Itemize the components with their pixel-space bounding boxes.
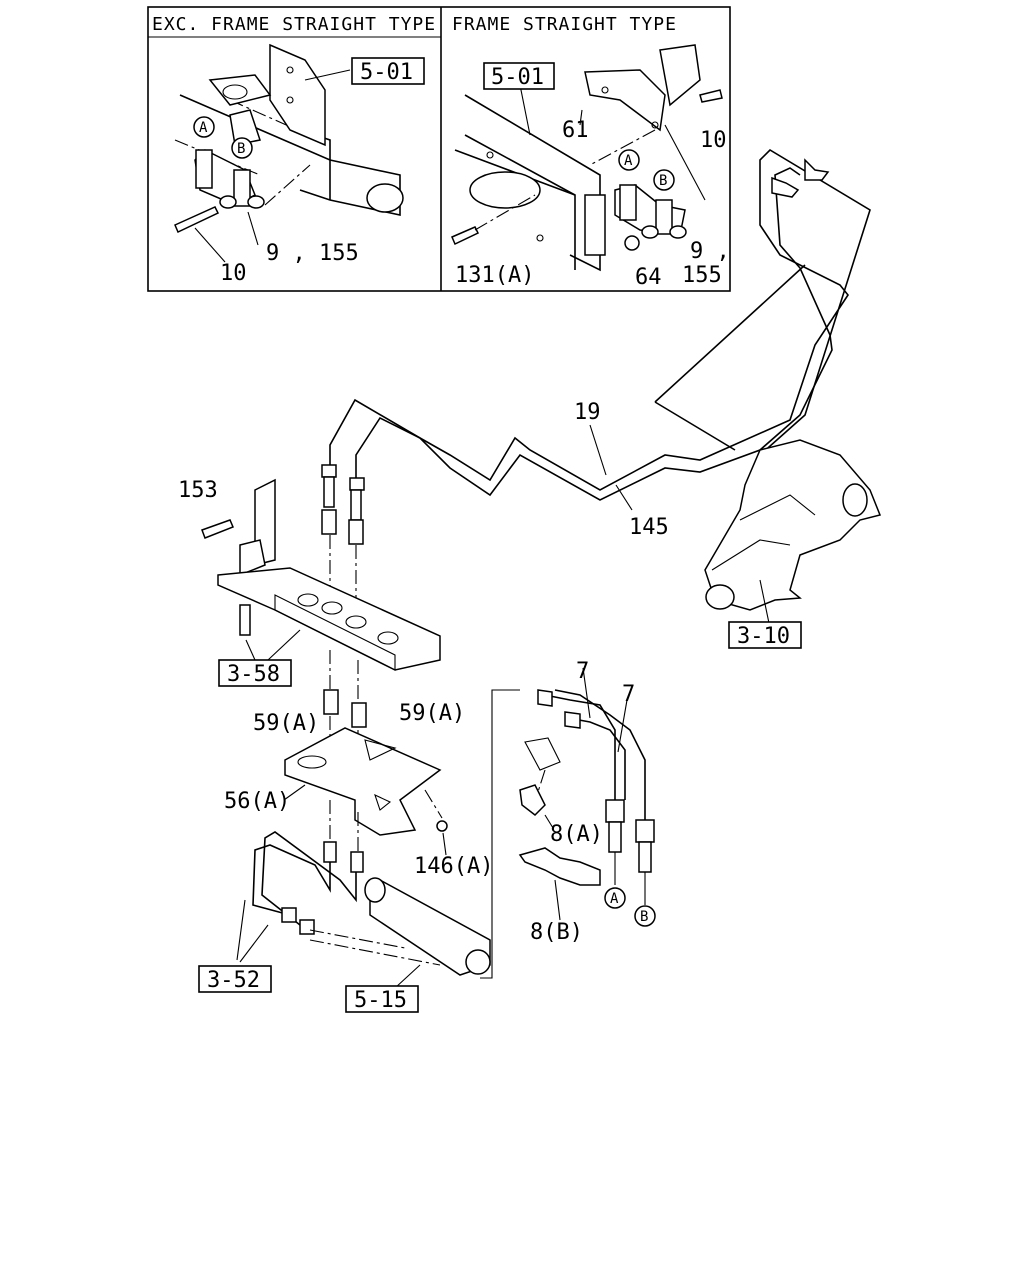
ref-5-01-right[interactable]: 5-01 (491, 65, 544, 90)
inset-panel: EXC. FRAME STRAIGHT TYPE FRAME STRAIGHT … (147, 6, 731, 292)
frame-tube-end (366, 183, 404, 213)
label-145: 145 (629, 515, 669, 540)
label-153: 153 (178, 478, 218, 503)
svg-text:B: B (659, 173, 667, 189)
ref-box-3-52[interactable] (198, 965, 272, 993)
label-61: 61 (562, 118, 589, 143)
union-59a-right (351, 702, 367, 728)
label-155-right: 155 (682, 263, 722, 288)
label-9-155-left: 9 , 155 (266, 241, 359, 266)
bracket-plate-left (269, 43, 326, 147)
ref-5-15[interactable]: 5-15 (354, 988, 407, 1013)
ref-5-01-left[interactable]: 5-01 (360, 60, 413, 85)
label-8b: 8(B) (530, 920, 583, 945)
ref-box-3-10[interactable] (728, 621, 802, 649)
ref-box-3-58[interactable] (218, 659, 292, 687)
clip-8a (519, 784, 546, 816)
label-131a: 131(A) (455, 263, 534, 288)
group-bracket-line (480, 689, 520, 979)
brake-pipes (321, 148, 871, 605)
label-64: 64 (635, 265, 662, 290)
svg-text:A: A (199, 120, 208, 136)
label-8a: 8(A) (550, 822, 603, 847)
right-inset-drawing (451, 44, 723, 272)
ref-3-58[interactable]: 3-58 (227, 662, 280, 687)
ref-box-5-15[interactable] (345, 985, 419, 1013)
mounting-plate-3-58 (201, 478, 441, 671)
brake-valve-assembly (704, 439, 882, 629)
union-bracket-assembly (284, 650, 448, 860)
left-inset-drawing (174, 43, 404, 263)
ref-box-5-01-right[interactable] (483, 62, 555, 90)
label-146a: 146(A) (414, 854, 493, 879)
label-59a-left: 59(A) (253, 711, 319, 736)
bolt-131 (451, 226, 480, 246)
bolt-left (174, 206, 220, 234)
label-7-left: 7 (576, 659, 589, 684)
ref-box-5-01-left[interactable] (351, 57, 425, 85)
svg-text:A: A (610, 891, 619, 907)
ref-3-10[interactable]: 3-10 (737, 624, 790, 649)
label-10-right: 10 (700, 128, 727, 153)
inset-border (147, 6, 731, 292)
pipe-145 (355, 167, 833, 501)
circle-a-pipe (604, 887, 626, 909)
label-7-right: 7 (622, 682, 635, 707)
label-10-left: 10 (220, 261, 247, 286)
bracket-61 (584, 69, 666, 132)
label-59a-right: 59(A) (399, 701, 465, 726)
circle-a-left (193, 116, 215, 138)
svg-text:B: B (237, 141, 245, 157)
bracket-56a (284, 727, 442, 836)
circle-b-left (231, 137, 253, 159)
ref-3-52[interactable]: 3-52 (207, 968, 260, 993)
circle-b-right (653, 169, 675, 191)
header-exc-frame-straight: EXC. FRAME STRAIGHT TYPE (152, 14, 436, 35)
label-19: 19 (574, 400, 601, 425)
label-9-right: 9 , (690, 239, 730, 264)
pipes-7-and-clips (518, 667, 655, 921)
bolt-153 (201, 519, 234, 539)
header-frame-straight: FRAME STRAIGHT TYPE (452, 14, 677, 35)
union-59a-left (323, 689, 339, 715)
frame-oval-hole (469, 171, 541, 209)
nut-146a (436, 820, 448, 832)
pipe-19 (329, 148, 871, 491)
bolt-10-right (699, 89, 723, 103)
nut-64 (624, 235, 640, 251)
lower-pipes (236, 689, 520, 989)
circle-a-right (618, 149, 640, 171)
circle-b-pipe (634, 905, 656, 927)
label-56a: 56(A) (224, 789, 290, 814)
clip-8b (518, 847, 601, 886)
svg-text:A: A (624, 153, 633, 169)
svg-text:B: B (640, 909, 648, 925)
